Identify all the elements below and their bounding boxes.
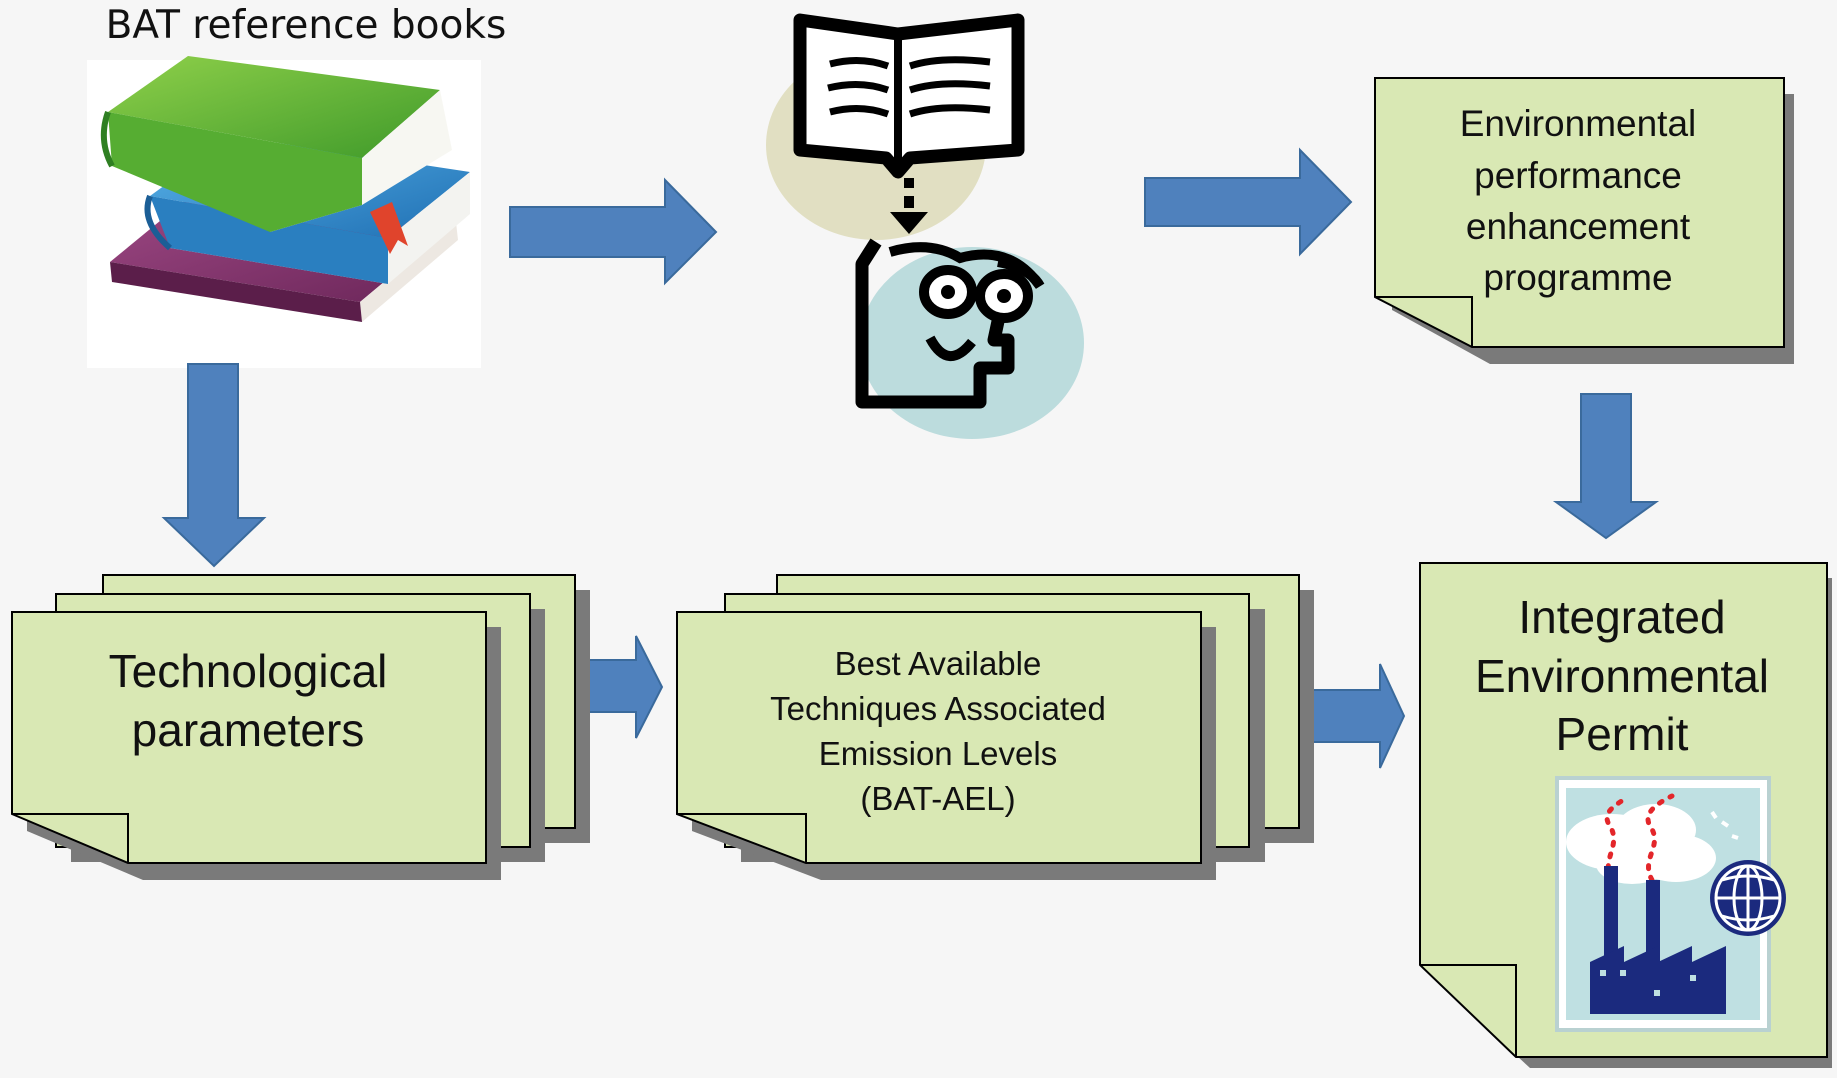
bat-ael-line: Emission Levels bbox=[819, 735, 1057, 772]
permit-line: Permit bbox=[1556, 708, 1689, 760]
bat-ael-line: (BAT-AEL) bbox=[860, 780, 1015, 817]
books-caption: BAT reference books bbox=[106, 3, 507, 48]
env-programme-line: Environmental bbox=[1460, 103, 1697, 144]
arrow-programme-to-permit bbox=[1552, 393, 1660, 540]
arrow-books-to-tech bbox=[161, 363, 267, 568]
tech-params-line: Technological bbox=[109, 645, 388, 697]
tech-params-line: parameters bbox=[132, 704, 365, 756]
arrow-books-to-reader bbox=[509, 177, 718, 286]
reading-person-icon bbox=[766, 13, 1084, 439]
tech-params-note: Technological parameters bbox=[11, 574, 590, 880]
permit-line: Integrated bbox=[1518, 591, 1725, 643]
arrow-reader-to-programme bbox=[1144, 147, 1353, 257]
env-programme-line: performance bbox=[1474, 155, 1682, 196]
arrow-batael-to-permit bbox=[1311, 663, 1406, 769]
env-programme-line: enhancement bbox=[1466, 206, 1691, 247]
permit-note: Integrated Environmental Permit bbox=[1419, 562, 1832, 1068]
bat-ael-note: Best Available Techniques Associated Emi… bbox=[676, 574, 1314, 880]
env-programme-note: Environmental performance enhancement pr… bbox=[1374, 77, 1794, 364]
factory-globe-icon bbox=[1555, 776, 1786, 1032]
env-programme-line: programme bbox=[1483, 257, 1672, 298]
bat-ael-line: Best Available bbox=[835, 645, 1042, 682]
permit-line: Environmental bbox=[1475, 650, 1769, 702]
books-icon bbox=[87, 56, 481, 368]
bat-ael-line: Techniques Associated bbox=[770, 690, 1106, 727]
